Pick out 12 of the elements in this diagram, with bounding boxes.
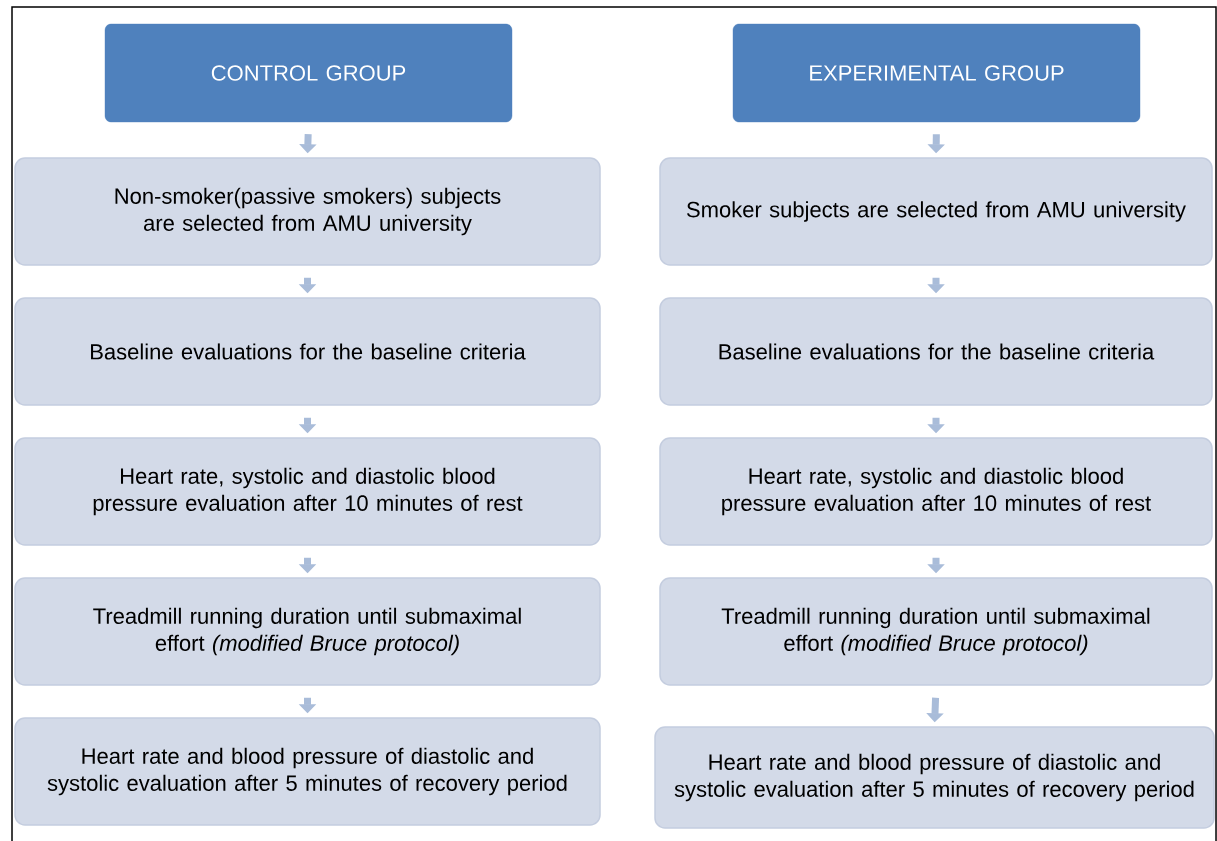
process-box: Heart rate and blood pressure of diastolic and systolic evaluation after 5 minutes of recovery period	[14, 717, 601, 826]
process-box: Heart rate and blood pressure of diastolic and systolic evaluation after 5 minutes of recovery period	[654, 726, 1215, 829]
process-box: Non-smoker(passive smokers) subjects are selected from AMU university	[14, 157, 601, 266]
header-box: CONTROL GROUP	[104, 23, 513, 123]
process-box: Treadmill running duration until submaximal effort (modified Bruce protocol)	[659, 577, 1213, 686]
process-box: Heart rate, systolic and diastolic blood pressure evaluation after 10 minutes of rest	[14, 437, 601, 546]
process-box: Treadmill running duration until submaximal effort (modified Bruce protocol)	[14, 577, 601, 686]
process-box: Smoker subjects are selected from AMU university	[659, 157, 1213, 266]
header-box: EXPERIMENTAL GROUP	[732, 23, 1141, 123]
process-box: Baseline evaluations for the baseline criteria	[14, 297, 601, 406]
process-box: Heart rate, systolic and diastolic blood pressure evaluation after 10 minutes of rest	[659, 437, 1213, 546]
process-box: Baseline evaluations for the baseline criteria	[659, 297, 1213, 406]
